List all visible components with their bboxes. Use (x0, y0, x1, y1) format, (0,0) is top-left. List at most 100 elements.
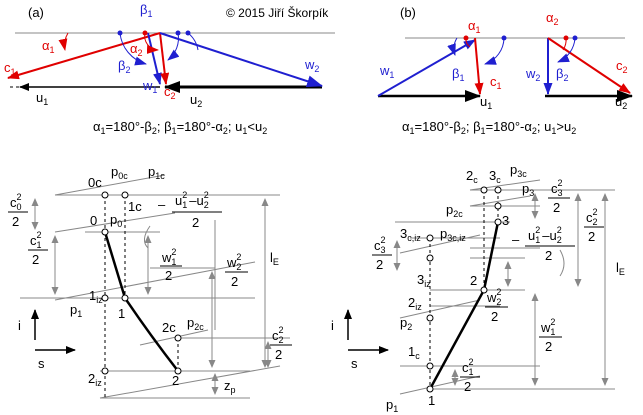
svg-text:2: 2 (553, 200, 560, 215)
b-u1-label: u1 (480, 94, 492, 111)
b-3: 3 (502, 213, 509, 228)
svg-text:w22: w22 (226, 252, 241, 272)
b-p2: p2 (400, 315, 412, 332)
a-beta2-label: β2 (118, 58, 131, 75)
c1-vector (7, 32, 161, 80)
svg-text:2: 2 (545, 248, 552, 263)
b-c1-label: c1 (490, 74, 502, 91)
a-p0: p0 (110, 212, 122, 229)
chart-b-is-diagram: i s 2c 3c p3c p3 p2c 3 3c,iz p3c,iz 3iz … (331, 162, 625, 414)
b-beta2-label: β2 (556, 66, 569, 83)
b-frac-c1: c12 2 (460, 357, 480, 394)
a-beta1-label: β1 (140, 2, 153, 19)
a-axis-s: s (38, 356, 45, 371)
a-u1-label: u1 (36, 90, 48, 107)
b-2: 2 (470, 273, 477, 288)
svg-text:w22: w22 (486, 287, 501, 307)
a-frac-w2: w22 2 (225, 252, 248, 289)
a-frac-c1: c12 2 (28, 230, 48, 267)
panel-a-caption: α1=180°-β2; β1=180°-α2; u1<u2 (93, 119, 267, 136)
b-alpha2-label: α2 (546, 10, 559, 27)
a-p1c: p1c (148, 164, 165, 181)
b-w2-label: w2 (525, 66, 540, 83)
b-3ciz: 3c,iz (400, 226, 421, 243)
svg-text:2: 2 (491, 309, 498, 324)
a-w1-label: w1 (142, 78, 157, 95)
svg-text:c32: c32 (551, 178, 563, 198)
a-2c: 2c (162, 320, 176, 335)
b-p3: p3 (522, 181, 534, 198)
b-p3c: p3c (510, 162, 527, 179)
a-frac-c2: c22 2 (270, 325, 292, 362)
a-p0c: p0c (111, 164, 128, 181)
svg-text:2: 2 (275, 347, 282, 362)
b-c2-label: c2 (616, 58, 628, 75)
svg-text:c22: c22 (272, 325, 284, 345)
svg-text:w12: w12 (540, 317, 555, 337)
svg-text:c12: c12 (30, 230, 42, 250)
svg-text:c12: c12 (462, 357, 474, 377)
a-1c: 1c (128, 199, 142, 214)
svg-text:u12–u22: u12–u22 (528, 225, 562, 245)
b-c2-vector (547, 37, 631, 94)
panel-b-caption: α1=180°-β2; β1=180°-α2; u1>u2 (402, 119, 576, 136)
svg-text:c22: c22 (586, 207, 598, 227)
a-frac-w1: w12 2 (160, 247, 182, 283)
b-alpha1-label: α1 (468, 18, 481, 35)
b-1: 1 (428, 393, 435, 408)
b-frac-c3-left: c32 2 (372, 235, 392, 272)
svg-text:2: 2 (12, 214, 19, 229)
svg-text:–: – (512, 232, 520, 247)
b-2iz: 2iz (408, 295, 422, 312)
c2-vector (159, 32, 170, 85)
a-zp: zp (224, 378, 236, 395)
a-axis-i: i (18, 318, 21, 333)
svg-text:2: 2 (376, 257, 383, 272)
panel-a-velocity-triangles: α1 β1 α2 β2 c1 c2 w1 w2 u1 u2 α1=180°-β2… (4, 2, 335, 136)
svg-text:2: 2 (231, 274, 238, 289)
a-c1-label: c1 (4, 60, 16, 77)
panel-a-tag: (a) (28, 5, 44, 20)
a-2: 2 (172, 373, 179, 388)
a-alpha1-label: α1 (42, 38, 55, 55)
svg-text:c02: c02 (10, 192, 22, 212)
a-lE: lE (270, 250, 279, 267)
b-u2-label: u2 (615, 94, 627, 111)
b-beta1-label: β1 (452, 66, 465, 83)
b-1c: 1c (408, 344, 420, 361)
svg-text:c32: c32 (374, 235, 386, 255)
b-p1: p1 (386, 397, 398, 414)
svg-text:2: 2 (588, 229, 595, 244)
svg-text:u12–u22: u12–u22 (175, 190, 209, 210)
svg-text:2: 2 (32, 252, 39, 267)
a-1iz: 1iz (89, 288, 103, 305)
a-frac-c0: c02 2 (8, 192, 28, 229)
b-axis-i: i (331, 318, 334, 333)
panel-b-velocity-triangles: α1 α2 β1 β2 c1 c2 w1 w2 u1 u2 α1=180°-β2… (377, 10, 633, 136)
a-p1: p1 (70, 302, 82, 319)
a-0: 0 (90, 213, 97, 228)
b-frac-c2: c22 2 (584, 207, 604, 244)
svg-text:–: – (158, 197, 166, 212)
b-w1-vector (377, 39, 476, 97)
w1-vector (147, 32, 162, 85)
a-c2-label: c2 (164, 84, 176, 101)
svg-text:2: 2 (545, 339, 552, 354)
b-c1-vector (474, 37, 484, 95)
b-3c: 3c (489, 168, 501, 185)
b-3iz: 3iz (417, 272, 431, 289)
a-p2c: p2c (187, 315, 204, 332)
copyright-text: © 2015 Jiří Škorpík (226, 5, 329, 20)
a-2iz: 2iz (88, 371, 102, 388)
b-2c: 2c (466, 168, 478, 185)
b-w1-label: w1 (379, 63, 394, 80)
a-frac-uu: – u12–u22 2 (158, 190, 222, 230)
b-frac-c3: c32 2 (548, 178, 570, 215)
svg-text:2: 2 (192, 215, 199, 230)
panel-b-tag: (b) (400, 5, 416, 20)
b-p3ciz: p3c,iz (440, 226, 466, 243)
svg-text:2: 2 (165, 268, 172, 283)
svg-text:2: 2 (464, 379, 471, 394)
a-1: 1 (118, 306, 125, 321)
